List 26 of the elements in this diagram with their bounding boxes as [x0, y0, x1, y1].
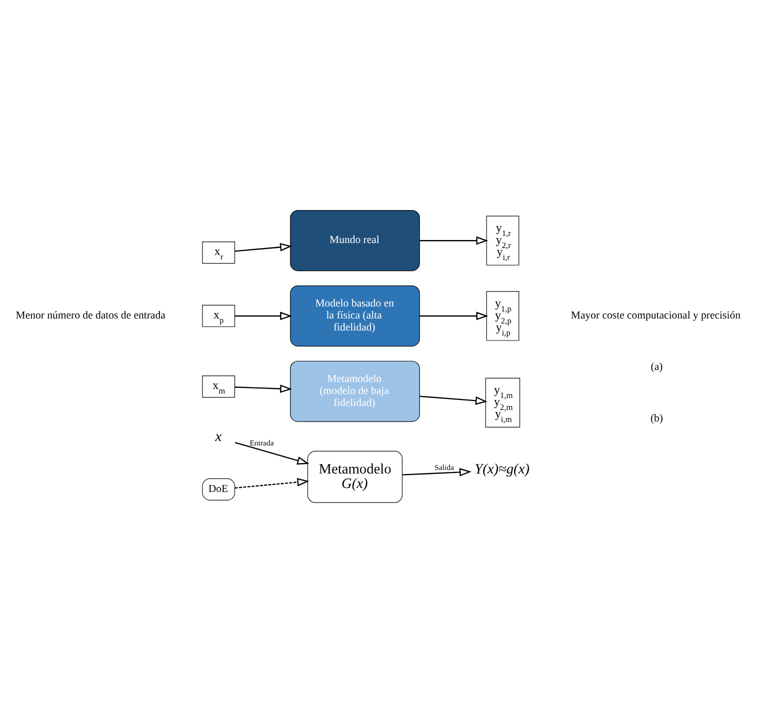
node-box: x$_{p}$ [202, 304, 236, 328]
label: (b) [650, 412, 664, 424]
node-text: Y(x)≈g(x) [474, 461, 530, 478]
arrow [420, 396, 488, 405]
node-box: x$_{m}$ [202, 376, 236, 398]
arrow [402, 468, 472, 476]
arrow [420, 236, 488, 245]
node-box: Mundo real [290, 210, 420, 272]
label: Menor número de datos de entrada [16, 310, 166, 322]
node-box: Metamodelo G(x) [307, 450, 403, 503]
node-box: y$_{1,p}$ y$_{2,p}$ y$_{i,p}$ [486, 291, 520, 341]
node-box: x$_{r}$ [202, 242, 236, 264]
node-box: DoE [202, 478, 236, 501]
label: Mayor coste computacional y precisión [570, 310, 740, 322]
node-box: Modelo basado en la física (alta fidelidad) [290, 285, 420, 346]
arrow [234, 312, 292, 320]
arrow [420, 312, 488, 320]
label: (a) [650, 361, 663, 374]
arrow [234, 478, 310, 489]
node-box: y$_{1,r}$ y$_{2,r}$ y$_{i,r}$ [486, 216, 520, 266]
arrow [234, 243, 292, 252]
arrow [234, 442, 310, 465]
node-box: Metamodelo (modelo de baja fidelidad) [290, 360, 420, 422]
arrow [234, 384, 292, 393]
node-text: x [215, 429, 222, 446]
node-box: y$_{1,m}$ y$_{2,m}$ y$_{i,m}$ [485, 378, 520, 428]
